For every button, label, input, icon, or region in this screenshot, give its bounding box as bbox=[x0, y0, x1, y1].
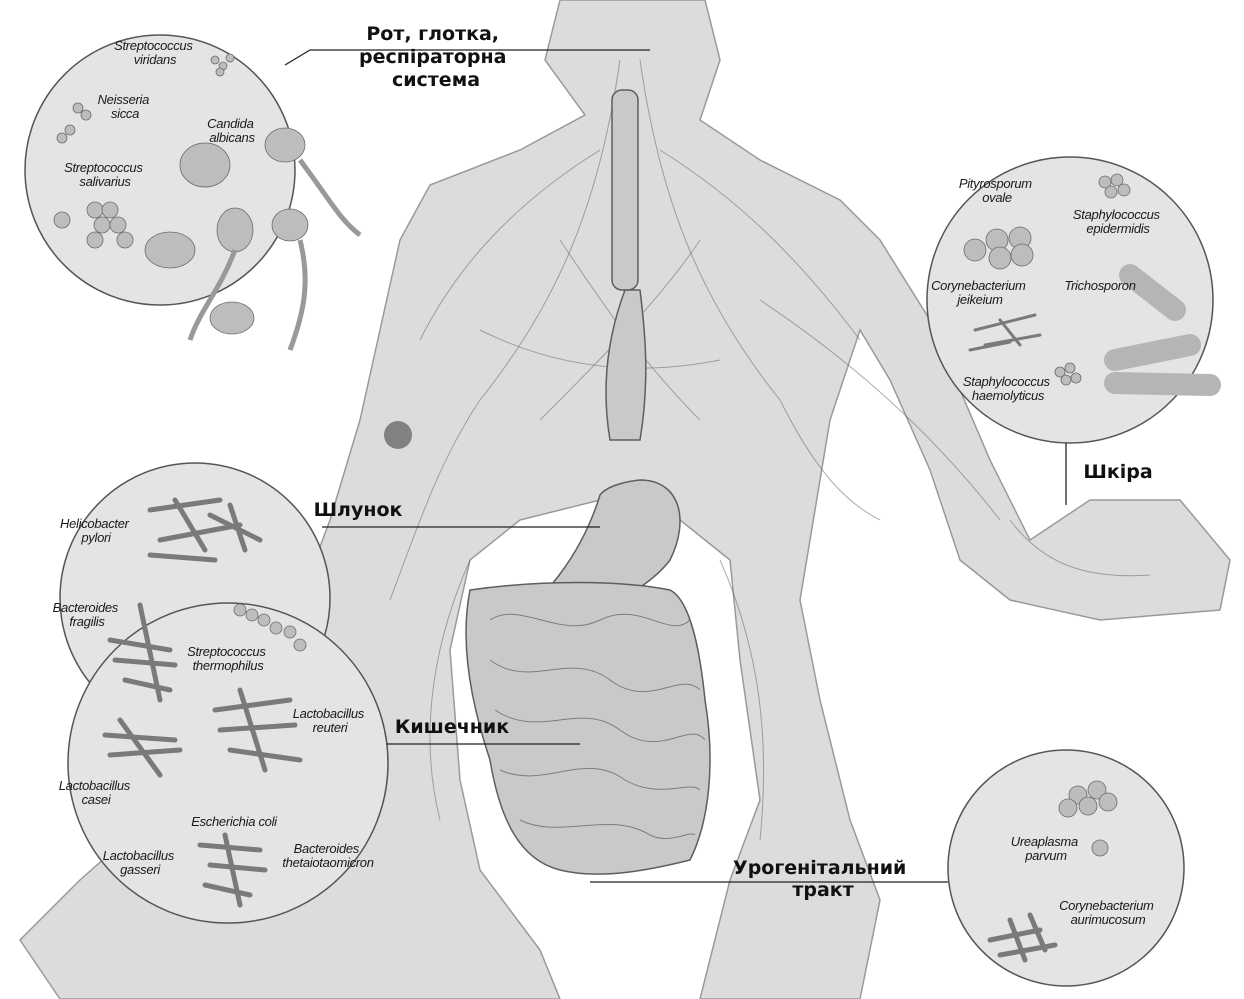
urogenital-microbiome-circle: Ureaplasma parvum Corynebacterium aurimu… bbox=[948, 750, 1184, 986]
species-name: Corynebacterium bbox=[1059, 898, 1154, 913]
species-name: thetaiotaomicron bbox=[282, 855, 373, 870]
species-name: Helicobacter bbox=[60, 516, 130, 531]
region-label-stomach: Шлунок bbox=[314, 499, 403, 521]
species-name: Escherichia coli bbox=[191, 814, 278, 829]
species-name: Streptococcus bbox=[64, 160, 143, 175]
svg-text:Staphylococcus epidermid: Staphylococcus epidermidis bbox=[1073, 207, 1163, 236]
species-name: Streptococcus bbox=[187, 644, 266, 659]
svg-text:Corynebacterium aurimuco: Corynebacterium aurimucosum bbox=[1059, 898, 1157, 927]
species-name: sicca bbox=[111, 106, 139, 121]
species-name: Bacteroides bbox=[294, 841, 360, 856]
region-label-intestine: Кишечник bbox=[395, 716, 509, 738]
species-name: Streptococcus bbox=[114, 38, 193, 53]
species-name: parvum bbox=[1024, 848, 1067, 863]
species-name: Lactobacillus bbox=[103, 848, 175, 863]
species-name: albicans bbox=[209, 130, 255, 145]
species-name: haemolyticus bbox=[972, 388, 1045, 403]
species-name: Corynebacterium bbox=[931, 278, 1026, 293]
species-name: ovale bbox=[982, 190, 1012, 205]
species-name: Candida bbox=[207, 116, 253, 131]
species-name: aurimucosum bbox=[1071, 912, 1146, 927]
species-name: Neisseria bbox=[98, 92, 150, 107]
species-name: salivarius bbox=[79, 174, 131, 189]
species-name: viridans bbox=[134, 52, 177, 67]
species-name: jeikeium bbox=[955, 292, 1003, 307]
svg-text:Staphylococcus haemolyti: Staphylococcus haemolyticus bbox=[963, 374, 1053, 403]
species-name: Staphylococcus bbox=[963, 374, 1051, 389]
region-label-mouth: Рот, глотка, респіраторна система bbox=[359, 23, 513, 91]
species-name: Lactobacillus bbox=[59, 778, 131, 793]
species-name: casei bbox=[82, 792, 112, 807]
skin-microbiome-circle: Pityrosporum ovale Staphylococcus epider… bbox=[927, 157, 1213, 443]
species-name: gasseri bbox=[120, 862, 161, 877]
species-name: Pityrosporum bbox=[959, 176, 1032, 191]
region-label-skin: Шкіра bbox=[1083, 461, 1152, 483]
species-name: Staphylococcus bbox=[1073, 207, 1161, 222]
species-name: reuteri bbox=[313, 720, 349, 735]
species-name: epidermidis bbox=[1086, 221, 1150, 236]
svg-text:Escherichia coli: Escherichia coli bbox=[191, 814, 278, 829]
svg-text:Candida albicans: Candida albicans bbox=[207, 116, 257, 145]
species-name: pylori bbox=[80, 530, 112, 545]
species-name: Trichosporon bbox=[1064, 278, 1135, 293]
svg-text:Streptococcus thermophil: Streptococcus thermophilus bbox=[187, 644, 269, 673]
species-name: fragilis bbox=[69, 614, 105, 629]
species-name: Bacteroides bbox=[53, 600, 119, 615]
mouth-microbiome-circle: Streptococcus viridans Neisseria sicca C… bbox=[25, 35, 360, 350]
species-name: Ureaplasma bbox=[1011, 834, 1078, 849]
svg-text:Trichosporon: Trichosporon bbox=[1064, 278, 1135, 293]
svg-text:Bacteroides thetaiotaomi: Bacteroides thetaiotaomicron bbox=[282, 841, 373, 870]
species-name: Lactobacillus bbox=[293, 706, 365, 721]
species-name: thermophilus bbox=[193, 658, 265, 673]
